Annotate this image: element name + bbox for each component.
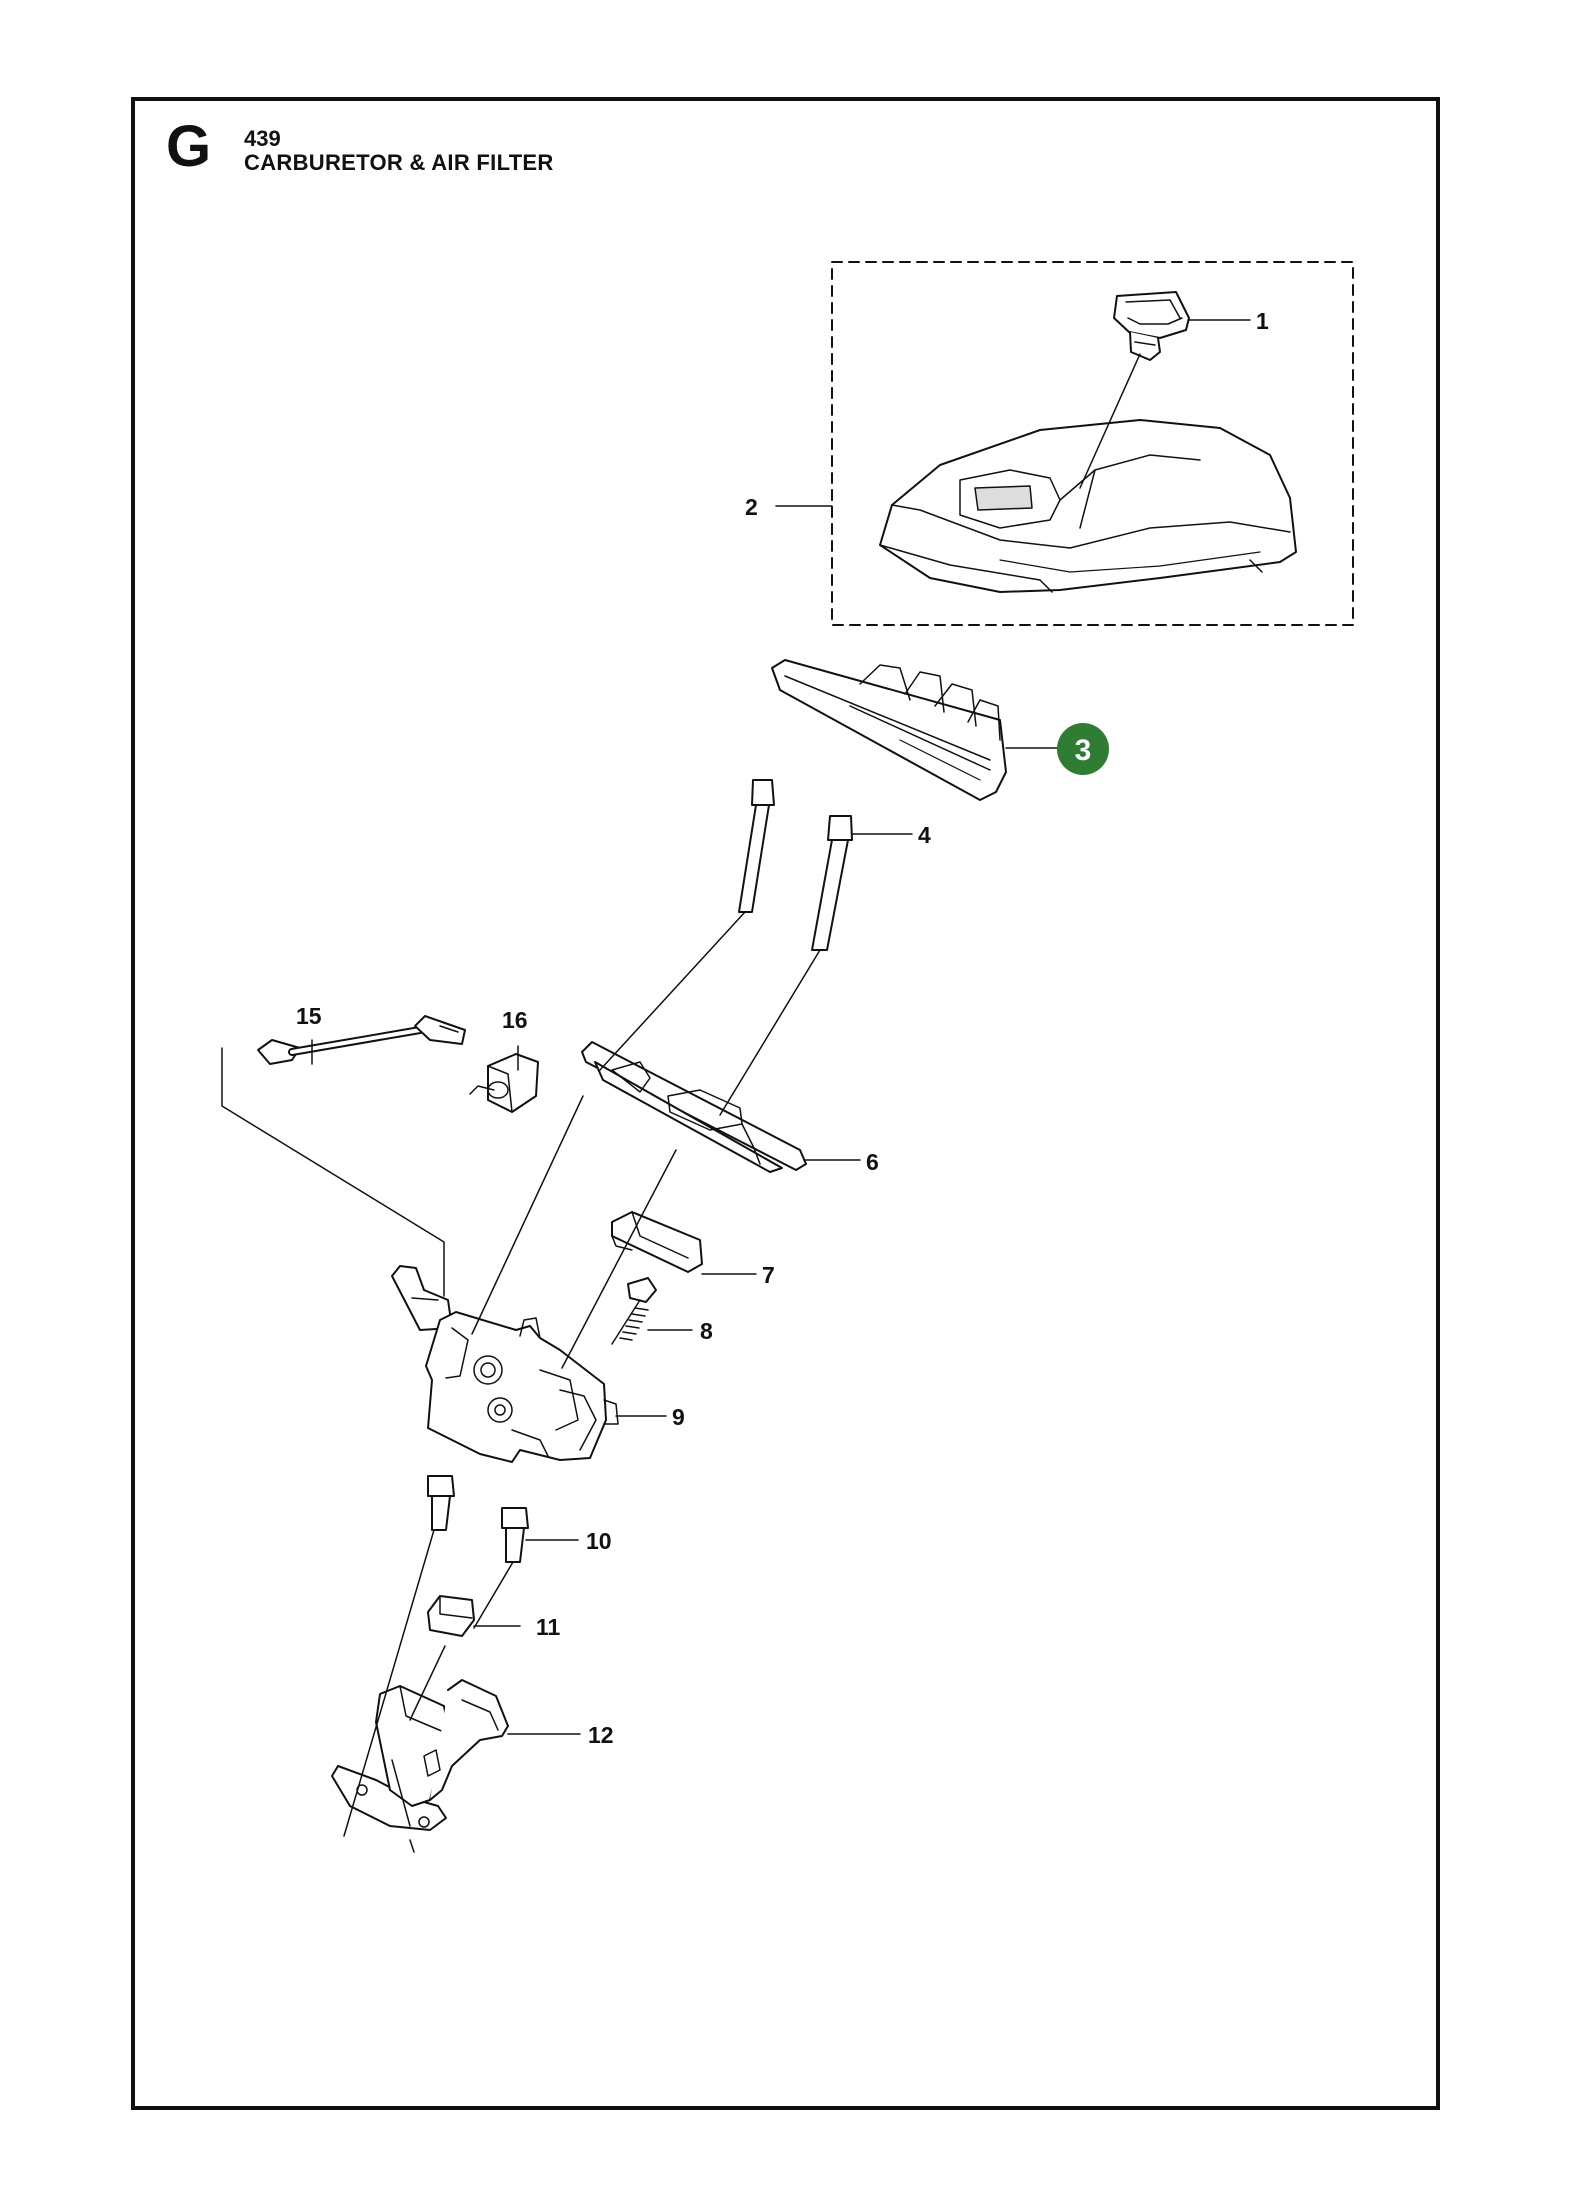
callout-1: 1 (1256, 308, 1269, 334)
part-carburetor (391, 1265, 619, 1463)
part-clip (469, 1053, 539, 1113)
callout-9: 9 (672, 1404, 685, 1430)
part-throttle-rod (257, 1015, 466, 1065)
callout-16: 16 (502, 1007, 528, 1033)
part-intake-manifold (331, 1679, 509, 1831)
section-letter: G (166, 114, 212, 179)
callout-15: 15 (296, 1003, 322, 1029)
leader-lines (311, 319, 1251, 1735)
callout-8: 8 (700, 1318, 713, 1344)
callout-4: 4 (918, 822, 931, 848)
kit-dashed-box (831, 261, 1354, 626)
part-seal (427, 1595, 475, 1637)
part-short-screws (427, 1475, 529, 1563)
callout-11: 11 (536, 1614, 561, 1640)
callout-2: 2 (745, 494, 758, 520)
model-number: 439 (244, 126, 281, 151)
callout-12: 12 (588, 1722, 614, 1748)
callout-6: 6 (866, 1149, 879, 1175)
highlight-badge (1057, 723, 1109, 775)
part-adjusting-screw (611, 1277, 657, 1345)
part-gasket-bracket (611, 1211, 703, 1273)
part-knob (1113, 291, 1190, 361)
part-long-screws (738, 779, 853, 951)
part-filter-holder (581, 1041, 807, 1173)
part-air-filter (771, 659, 1007, 801)
section-title: CARBURETOR & AIR FILTER (244, 150, 554, 175)
part-air-filter-cover (879, 419, 1297, 593)
callout-7: 7 (762, 1262, 775, 1288)
diagram-frame (131, 97, 1440, 2110)
callout-3: 3 (1075, 734, 1092, 767)
callout-10: 10 (586, 1528, 612, 1554)
assembly-lines (221, 353, 1141, 1853)
